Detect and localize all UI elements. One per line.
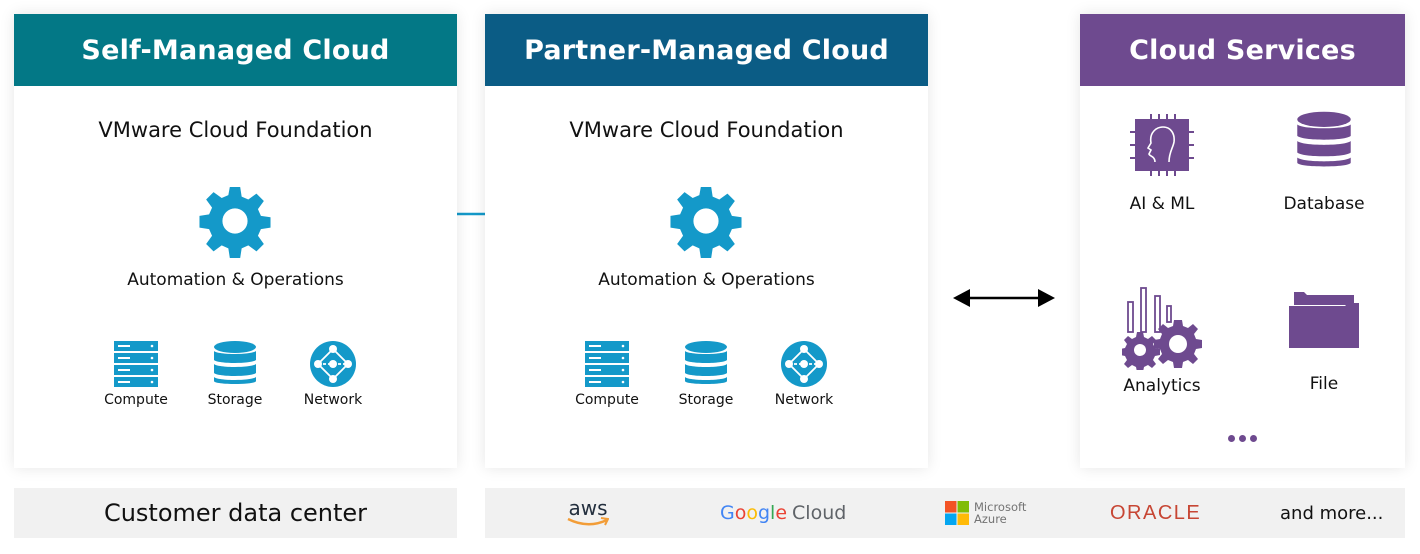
resource-label: Compute — [575, 392, 639, 408]
resource-compute: Compute — [572, 340, 642, 408]
resource-network: Network — [769, 340, 839, 408]
google-o1: o — [734, 502, 747, 524]
resource-storage: Storage — [671, 340, 741, 408]
microsoft-text: Microsoft — [974, 500, 1027, 514]
panel-title: Self-Managed Cloud — [14, 14, 457, 86]
folder-icon — [1289, 292, 1359, 348]
database-icon — [1297, 111, 1351, 167]
server-rack-icon — [114, 341, 158, 387]
panel-title: Cloud Services — [1080, 14, 1405, 86]
service-database: Database — [1254, 110, 1394, 214]
and-more-label: and more... — [1280, 502, 1384, 524]
aws-logo-text: aws — [568, 496, 608, 520]
service-ai-ml: AI & ML — [1092, 110, 1232, 214]
self-managed-cloud-panel: Self-Managed Cloud VMware Cloud Foundati… — [14, 14, 457, 468]
service-analytics: Analytics — [1092, 286, 1232, 396]
service-label: AI & ML — [1129, 194, 1195, 214]
resource-label: Network — [774, 392, 834, 408]
google-e: e — [775, 502, 788, 524]
resource-label: Storage — [678, 392, 734, 408]
customer-data-center-label: Customer data center — [14, 488, 457, 538]
service-label: Analytics — [1123, 376, 1201, 396]
resource-label: Network — [303, 392, 363, 408]
network-icon — [781, 341, 827, 387]
vcf-title: VMware Cloud Foundation — [98, 118, 373, 142]
database-icon — [214, 341, 256, 384]
ops-label: Automation & Operations — [598, 270, 815, 290]
ai-chip-head-icon — [1130, 114, 1194, 176]
google-g2: g — [757, 502, 771, 524]
resource-network: Network — [298, 340, 368, 408]
service-file: File — [1254, 290, 1394, 394]
ops-label: Automation & Operations — [127, 270, 344, 290]
gear-icon — [199, 186, 271, 258]
resource-storage: Storage — [200, 340, 270, 408]
resource-label: Storage — [207, 392, 263, 408]
google-g: G — [720, 502, 735, 524]
microsoft-squares-icon — [945, 501, 969, 525]
network-icon — [310, 341, 356, 387]
aws-smile-icon — [567, 517, 609, 526]
google-l: l — [770, 502, 776, 524]
cloud-services-panel: Cloud Services AI & ML Database — [1080, 14, 1405, 468]
server-rack-icon — [585, 341, 629, 387]
aws-logo: aws — [567, 488, 609, 538]
bidirectional-arrow-icon — [953, 289, 1055, 307]
azure-text: Azure — [974, 512, 1007, 526]
microsoft-azure-logo: Microsoft Azure — [945, 488, 1026, 538]
more-services-ellipsis-icon — [1080, 435, 1405, 442]
partner-managed-cloud-panel: Partner-Managed Cloud VMware Cloud Found… — [485, 14, 928, 468]
resource-compute: Compute — [101, 340, 171, 408]
google-cloud-text: Cloud — [792, 502, 847, 524]
google-o2: o — [746, 502, 758, 524]
gear-icon — [670, 186, 742, 258]
panel-title: Partner-Managed Cloud — [485, 14, 928, 86]
oracle-logo: ORACLE — [1110, 501, 1202, 524]
service-label: File — [1309, 374, 1339, 394]
vcf-title: VMware Cloud Foundation — [569, 118, 844, 142]
database-icon — [685, 341, 727, 384]
service-label: Database — [1283, 194, 1365, 214]
analytics-gears-icon — [1122, 287, 1202, 370]
resource-label: Compute — [104, 392, 168, 408]
